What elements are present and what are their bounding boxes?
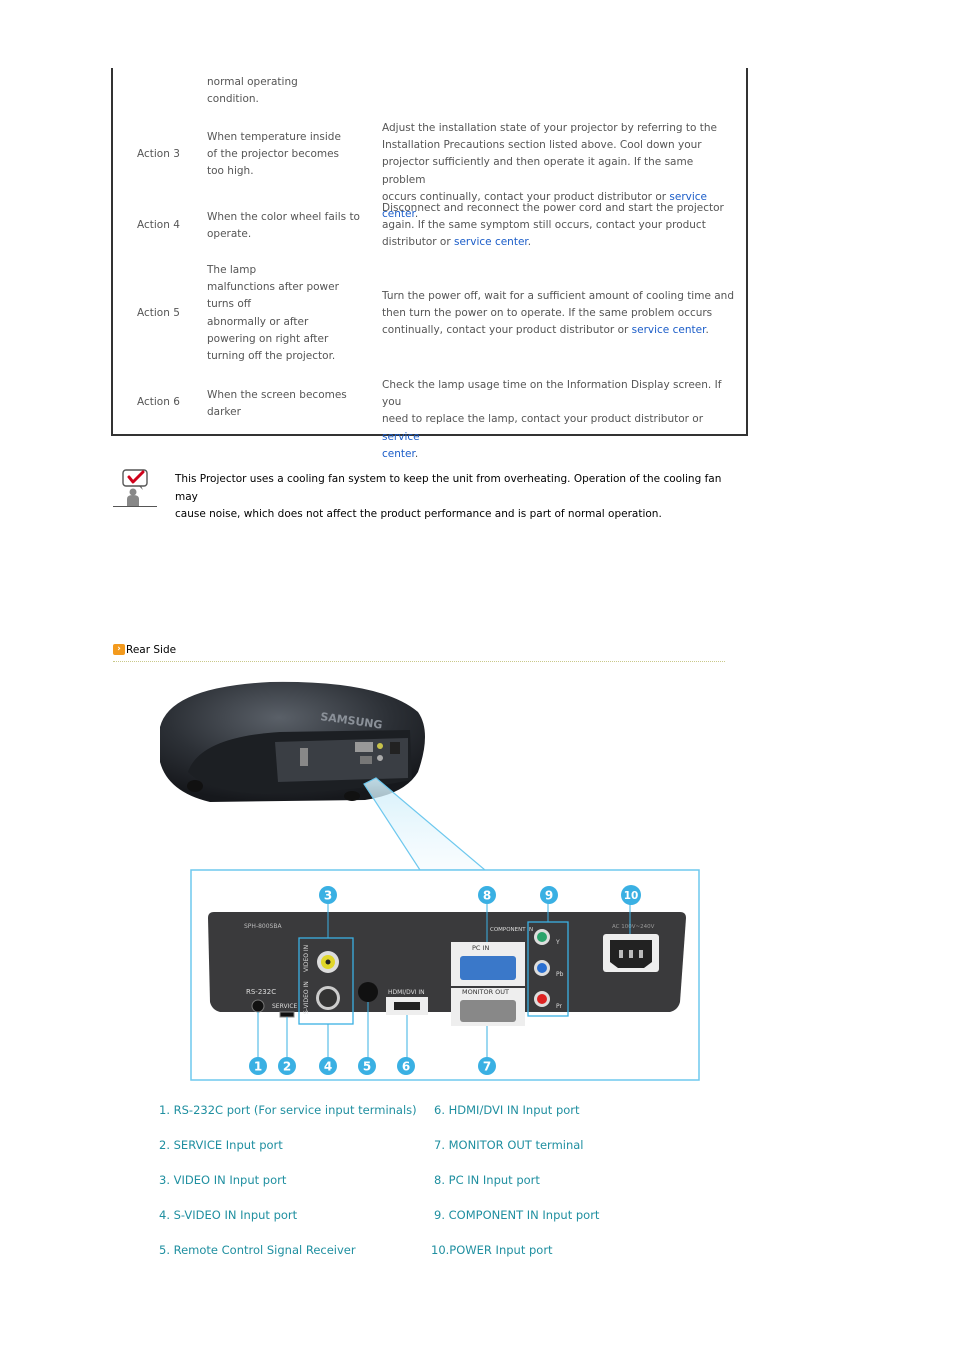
condition-line: When temperature inside <box>207 131 341 143</box>
condition-cell: When the screen becomes darker <box>207 387 367 421</box>
pc-in-label: PC IN <box>472 944 489 952</box>
action-label: Action 4 <box>137 219 180 231</box>
action-label: Action 3 <box>137 148 180 160</box>
port-item: 8. PC IN Input port <box>434 1173 540 1187</box>
solution-text: continually, contact your product distri… <box>382 324 632 337</box>
condition-line: The lamp <box>207 264 257 276</box>
action-label: Action 5 <box>137 307 180 319</box>
service-label: SERVICE <box>272 1003 298 1010</box>
condition-line: turns off <box>207 298 252 311</box>
solution-line: Disconnect and reconnect the power cord … <box>382 202 724 214</box>
service-center-link[interactable]: service center <box>631 324 706 337</box>
condition-line: malfunctions after power <box>207 281 339 294</box>
solution-text: occurs continually, contact your product… <box>382 190 670 203</box>
condition-line: darker <box>207 406 241 419</box>
condition-line: too high. <box>207 165 254 178</box>
monitor-out-label: MONITOR OUT <box>462 988 509 996</box>
condition-line: of the projector becomes <box>207 148 340 161</box>
solution-line: Check the lamp usage time on the Informa… <box>382 379 722 409</box>
port-item: 7. MONITOR OUT terminal <box>434 1138 584 1152</box>
solution-line: continually, contact your product distri… <box>382 322 738 339</box>
troubleshooting-table: normal operating condition. Action 3 Whe… <box>111 68 748 460</box>
solution-cell: Check the lamp usage time on the Informa… <box>382 377 738 463</box>
component-y-label: Y <box>555 939 560 946</box>
solution-line: then turn the power on to operate. If th… <box>382 307 713 320</box>
action-label: Action 6 <box>137 396 180 408</box>
condition-line: condition. <box>207 93 259 106</box>
solution-tail: . <box>527 236 532 249</box>
condition-line: turning off the projector. <box>207 350 336 363</box>
note-line: This Projector uses a cooling fan system… <box>175 473 722 503</box>
svideo-in-label: S-VIDEO IN <box>303 981 310 1014</box>
condition-cell: normal operating condition. <box>207 74 367 108</box>
note-line: cause noise, which does not affect the p… <box>175 508 662 520</box>
solution-tail: . <box>414 208 419 221</box>
port-item: 6. HDMI/DVI IN Input port <box>434 1103 580 1117</box>
solution-line: need to replace the lamp, contact your p… <box>382 411 738 445</box>
rear-side-heading: › Rear Side <box>113 643 725 662</box>
service-center-link[interactable]: service center <box>382 190 708 221</box>
condition-line: When the screen becomes <box>207 389 347 401</box>
solution-cell: Turn the power off, wait for a sufficien… <box>382 288 738 340</box>
condition-line: normal operating <box>207 76 298 88</box>
rear-panel-illustration: SAMSUNG SPH-800SBA RS-232C SERVICE VIDEO… <box>150 672 710 1084</box>
condition-cell: The lamp malfunctions after power turns … <box>207 262 367 365</box>
port-item: 5. Remote Control Signal Receiver <box>159 1243 356 1257</box>
hdmi-label: HDMI/DVI IN <box>388 989 425 996</box>
solution-line: occurs continually, contact your product… <box>382 189 738 223</box>
component-pb-label: Pb <box>556 971 564 978</box>
solution-line: Installation Precautions section listed … <box>382 139 702 152</box>
solution-tail: . <box>705 324 709 337</box>
video-in-label: VIDEO IN <box>303 945 310 972</box>
service-center-link[interactable]: service center <box>454 236 528 249</box>
condition-line: operate. <box>207 228 252 241</box>
chevron-right-icon: › <box>113 644 125 655</box>
solution-line: Turn the power off, wait for a sufficien… <box>382 290 735 302</box>
checkmark-note-icon <box>113 468 157 508</box>
condition-line: powering on right after <box>207 332 329 345</box>
projector-photo: SAMSUNG <box>160 681 425 802</box>
port-item: 2. SERVICE Input port <box>159 1138 283 1152</box>
service-center-link[interactable]: center <box>382 447 415 460</box>
solution-line: projector sufficiently and then operate … <box>382 156 694 186</box>
condition-cell: When temperature inside of the projector… <box>207 129 367 181</box>
solution-line: center. <box>382 446 738 463</box>
port-item: 10.POWER Input port <box>431 1243 553 1257</box>
port-item: 4. S-VIDEO IN Input port <box>159 1208 298 1222</box>
component-pr-label: Pr <box>556 1003 563 1010</box>
solution-cell: Disconnect and reconnect the power cord … <box>382 200 738 252</box>
solution-line: distributor or service center. <box>382 234 738 251</box>
section-title: Rear Side <box>126 644 177 656</box>
port-item: 3. VIDEO IN Input port <box>159 1173 287 1187</box>
condition-line: When the color wheel fails to <box>207 211 360 223</box>
service-center-link[interactable]: service <box>382 430 420 443</box>
model-label: SPH-800SBA <box>244 923 282 930</box>
condition-line: abnormally or after <box>207 315 309 328</box>
condition-cell: When the color wheel fails to operate. <box>207 209 367 243</box>
component-in-label: COMPONENT IN <box>490 927 533 933</box>
solution-tail: . <box>414 447 419 460</box>
cooling-fan-note: This Projector uses a cooling fan system… <box>175 471 735 524</box>
solution-line: again. If the same symptom still occurs,… <box>382 219 706 232</box>
port-item: 1. RS-232C port (For service input termi… <box>159 1103 417 1117</box>
solution-text: need to replace the lamp, contact your p… <box>382 413 704 426</box>
solution-text: distributor or <box>382 236 454 249</box>
solution-cell: Adjust the installation state of your pr… <box>382 120 738 223</box>
solution-line: Adjust the installation state of your pr… <box>382 122 717 134</box>
ac-label: AC 100V~240V <box>612 924 655 930</box>
rs232c-label: RS-232C <box>246 988 276 996</box>
port-item: 9. COMPONENT IN Input port <box>434 1208 600 1222</box>
